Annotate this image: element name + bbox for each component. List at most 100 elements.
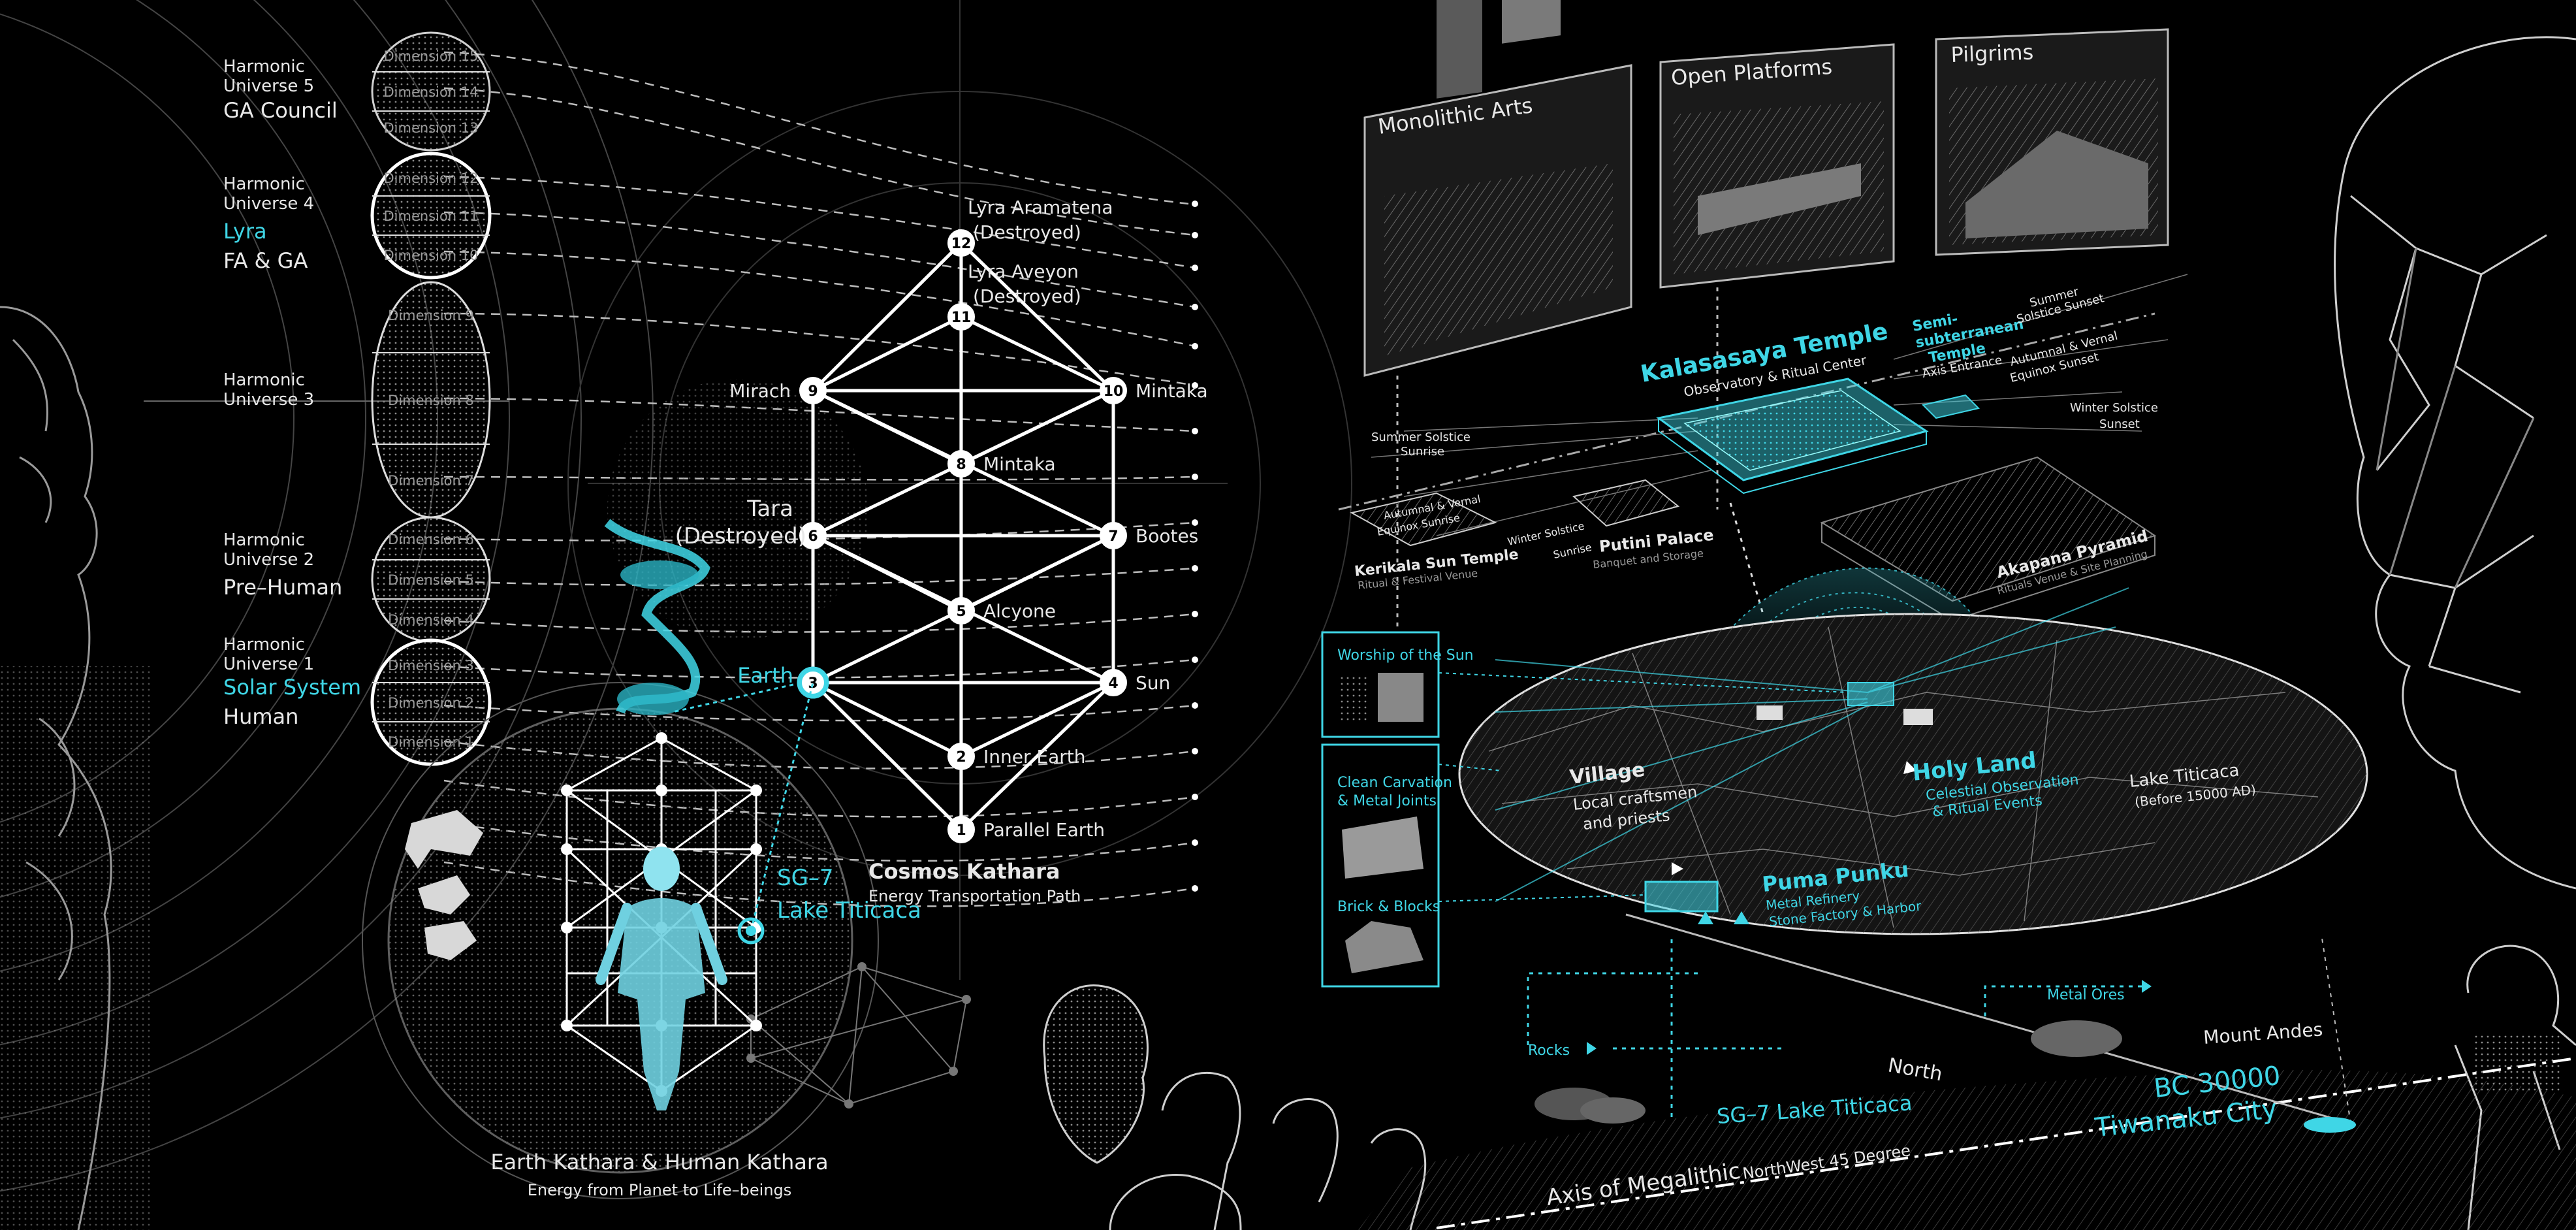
kathara-node <box>1100 377 1127 404</box>
mayan-profile-figure-icon <box>0 306 150 1230</box>
winter-sunset-1: Winter Solstice <box>2070 401 2158 415</box>
kathara-node <box>947 229 975 257</box>
harmonic-universe-stack: Dimension 15 Dimension 14 Dimension 13 Dime… <box>144 31 509 766</box>
hu-label-line2: Universe 2 <box>223 550 314 570</box>
kathara-node-label: Mintaka <box>983 453 1056 475</box>
hu-label-line1: Harmonic <box>223 635 305 655</box>
animal-glyphs-icon <box>405 810 483 960</box>
ground-plane <box>1358 913 2576 1230</box>
kathara-node-label: Inner Earth <box>983 746 1085 768</box>
hu-group-label-2: Human <box>223 704 298 729</box>
kathara-node <box>947 450 975 477</box>
hu-group-label: Solar System <box>223 675 361 700</box>
hu-label-line2: Universe 5 <box>223 76 314 96</box>
kathara-node-label: Tara <box>746 496 793 522</box>
photo-panel-monolithic-arts <box>1363 0 1632 377</box>
hu5-oval <box>371 31 491 152</box>
hu-group-label: GA Council <box>223 98 338 123</box>
kathara-node-label: Lyra Aramatena <box>968 197 1113 218</box>
kathara-node <box>1100 522 1127 549</box>
dimension-label: Dimension 14 <box>383 84 478 100</box>
hu4-oval <box>370 152 492 280</box>
hu-label-line1: Harmonic <box>223 174 305 194</box>
dimension-label: Dimension 2 <box>388 695 474 711</box>
dimension-labels: Dimension 15 Dimension 14 Dimension 13 Dime… <box>383 48 478 750</box>
hu-label-line1: Harmonic <box>223 57 305 76</box>
dimension-label: Dimension 11 <box>383 208 478 224</box>
kathara-node-label: Alcyone <box>983 600 1056 622</box>
tiwanaku-site-map <box>1458 567 2368 935</box>
projection-endpoints <box>1192 201 1198 892</box>
kathara-node-label: Sun <box>1136 672 1170 694</box>
dimension-label: Dimension 15 <box>383 48 478 64</box>
robotic-head-icon <box>2334 36 2576 890</box>
earth-kathara-subtitle: Energy from Planet to Life–beings <box>528 1181 792 1199</box>
kathara-node <box>1100 669 1127 696</box>
carvation-label-2: & Metal Joints <box>1337 793 1437 809</box>
hu1-oval <box>370 638 492 766</box>
dimension-label: Dimension 7 <box>388 473 474 489</box>
dimension-label: Dimension 12 <box>383 170 478 186</box>
cosmos-subtitle: Energy Transportation Path <box>868 887 1081 905</box>
photo-panel-open-platforms <box>1659 43 1895 289</box>
hu-label-line1: Harmonic <box>223 370 305 390</box>
hu-group-label: Pre–Human <box>223 575 342 600</box>
hu-group-label-2: FA & GA <box>223 248 308 273</box>
hu2-oval <box>371 516 491 643</box>
stargate-line1: SG–7 <box>777 865 834 891</box>
worship-label: Worship of the Sun <box>1337 647 1474 664</box>
kathara-node-number: 10 <box>1104 383 1124 400</box>
dimension-label: Dimension 1 <box>388 734 474 750</box>
side-box-connectors <box>1438 672 1849 902</box>
cosmos-kathara-grid <box>811 242 1115 831</box>
kathara-node <box>799 522 827 549</box>
dimension-label: Dimension 5 <box>388 572 474 588</box>
kathara-node <box>947 303 975 331</box>
carvation-label-1: Clean Carvation <box>1337 775 1452 791</box>
dimension-label: Dimension 13 <box>383 120 478 136</box>
kathara-node <box>799 377 827 404</box>
kathara-node-number: 4 <box>1108 675 1118 692</box>
winter-sunset-2: Sunset <box>2099 417 2140 431</box>
metal-ores-label: Metal Ores <box>2047 987 2125 1003</box>
human-figure-icon <box>596 847 727 1110</box>
earth-kathara-title: Earth Kathara & Human Kathara <box>490 1150 828 1174</box>
kathara-node-label-2: (Destroyed) <box>973 221 1081 243</box>
dimension-label: Dimension 3 <box>388 658 474 673</box>
kathara-node <box>947 816 975 843</box>
andes-label: Mount Andes <box>2202 1018 2323 1048</box>
rocks-label: Rocks <box>1528 1043 1570 1059</box>
kathara-node-label: Bootes <box>1136 525 1198 547</box>
kathara-node-label: Mirach <box>729 380 791 402</box>
stargate-marker <box>737 666 829 945</box>
summer-sunrise-2: Sunrise <box>1401 445 1444 459</box>
network-polyhedron-icon <box>746 962 971 1109</box>
kathara-node-number: 5 <box>956 604 966 620</box>
kathara-node-label-2: (Destroyed) <box>675 523 806 549</box>
kathara-node-number: 3 <box>808 675 818 692</box>
panel-label-pilgrims: Pilgrims <box>1950 40 2034 67</box>
brick-label: Brick & Blocks <box>1337 899 1440 915</box>
kathara-node-number: 11 <box>951 310 972 326</box>
hu-label-line2: Universe 4 <box>223 194 314 214</box>
kathara-node <box>947 743 975 770</box>
kathara-node-number: 9 <box>808 383 818 400</box>
summer-sunrise-1: Summer Solstice <box>1371 430 1471 444</box>
kathara-node-number: 7 <box>1108 528 1118 545</box>
hu-label-line1: Harmonic <box>223 530 305 550</box>
dimension-label: Dimension 8 <box>388 393 474 408</box>
kathara-node-label: Earth <box>737 663 793 688</box>
kathara-node-number: 1 <box>956 822 966 839</box>
stargate-line2: Lake Titicaca <box>777 898 921 924</box>
dimension-label: Dimension 10 <box>383 248 478 263</box>
kathara-node-number: 6 <box>808 528 818 545</box>
kathara-node <box>947 597 975 624</box>
hu-label-line2: Universe 3 <box>223 390 314 410</box>
kathara-node-number: 2 <box>956 749 966 766</box>
hu-label-line2: Universe 1 <box>223 655 314 674</box>
hu-group-label: Lyra <box>223 219 267 244</box>
cosmos-title: Cosmos Kathara <box>868 859 1060 884</box>
